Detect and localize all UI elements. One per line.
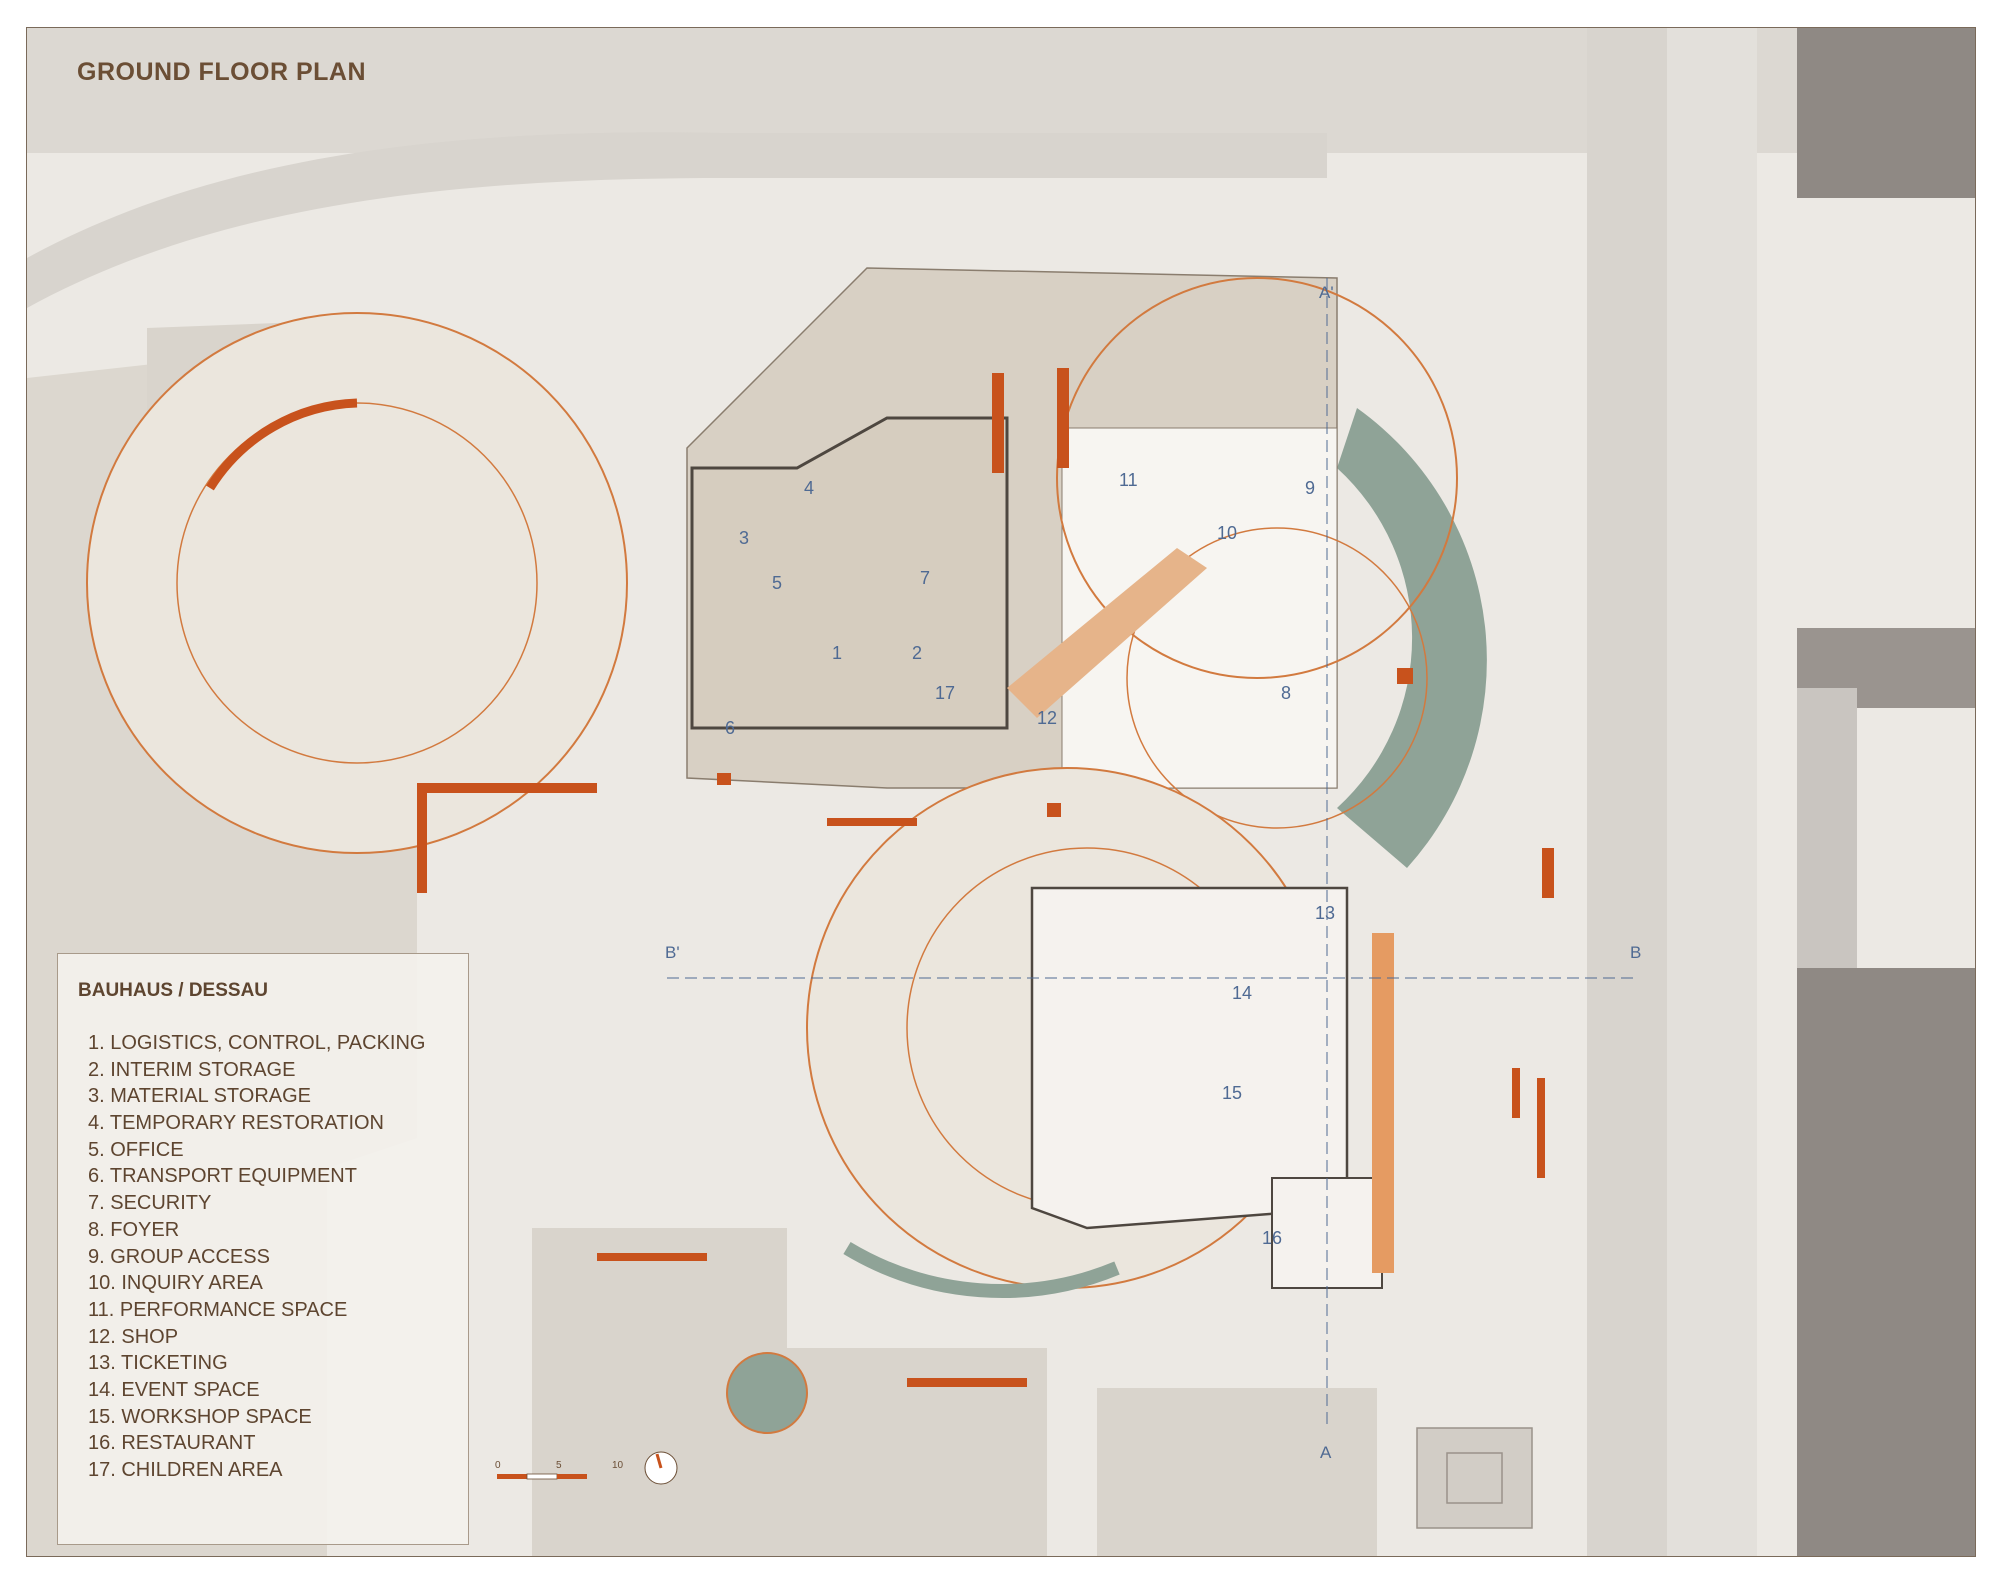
- legend-item: 12. SHOP: [88, 1325, 179, 1348]
- room-label-12: 12: [1037, 708, 1058, 728]
- legend-item: 4. TEMPORARY RESTORATION: [88, 1112, 384, 1135]
- legend-panel: BAUHAUS / DESSAU 1. LOGISTICS, CONTROL, …: [57, 953, 469, 1545]
- legend-item: 6. TRANSPORT EQUIPMENT: [88, 1165, 357, 1188]
- section-mark-b-left: B': [665, 943, 680, 962]
- scale-bar-label-0: 0: [495, 1460, 501, 1471]
- legend-item: 16. RESTAURANT: [88, 1432, 256, 1455]
- room-label-5: 5: [772, 573, 783, 593]
- room-label-15: 15: [1222, 1083, 1243, 1103]
- section-mark-a-top: A': [1319, 283, 1334, 302]
- legend-item: 5. OFFICE: [88, 1138, 184, 1161]
- legend-title: BAUHAUS / DESSAU: [78, 980, 269, 1001]
- room-label-17: 17: [935, 683, 956, 703]
- plan-drawing: GROUND FLOOR PLAN BAUHAUS / DESSAU 1. LO…: [26, 27, 1976, 1557]
- room-label-3: 3: [739, 528, 750, 548]
- room-label-4: 4: [804, 478, 815, 498]
- room-label-6: 6: [725, 718, 736, 738]
- legend-item: 9. GROUP ACCESS: [88, 1245, 270, 1268]
- scale-bar-label-5: 5: [556, 1460, 562, 1471]
- room-label-1: 1: [832, 643, 843, 663]
- section-mark-b-right: B: [1630, 943, 1642, 962]
- plan-title: GROUND FLOOR PLAN: [77, 58, 367, 86]
- legend-item: 17. CHILDREN AREA: [88, 1459, 283, 1481]
- legend-item: 3. MATERIAL STORAGE: [88, 1085, 312, 1108]
- section-mark-a-bottom: A: [1320, 1443, 1332, 1462]
- legend-item: 2. INTERIM STORAGE: [88, 1058, 296, 1081]
- legend-item: 11. PERFORMANCE SPACE: [88, 1298, 348, 1321]
- room-label-16: 16: [1262, 1228, 1283, 1248]
- room-label-13: 13: [1315, 903, 1336, 923]
- room-label-10: 10: [1217, 523, 1238, 543]
- legend-item: 10. INQUIRY AREA: [88, 1272, 263, 1295]
- legend-list: 1. LOGISTICS, CONTROL, PACKING 2. INTERI…: [88, 1030, 425, 1484]
- legend-item: 14. EVENT SPACE: [88, 1378, 260, 1401]
- legend-item: 7. SECURITY: [88, 1192, 212, 1215]
- legend-item: 1. LOGISTICS, CONTROL, PACKING: [88, 1032, 426, 1054]
- legend-item: 15. WORKSHOP SPACE: [88, 1405, 312, 1428]
- room-label-7: 7: [920, 568, 931, 588]
- legend-item: 8. FOYER: [88, 1218, 180, 1241]
- legend-item: 13. TICKETING: [88, 1352, 228, 1375]
- room-label-14: 14: [1232, 983, 1253, 1003]
- scale-bar-label-10: 10: [612, 1460, 624, 1471]
- room-label-8: 8: [1281, 683, 1292, 703]
- room-label-9: 9: [1305, 478, 1316, 498]
- room-label-2: 2: [912, 643, 923, 663]
- room-label-11: 11: [1119, 470, 1138, 490]
